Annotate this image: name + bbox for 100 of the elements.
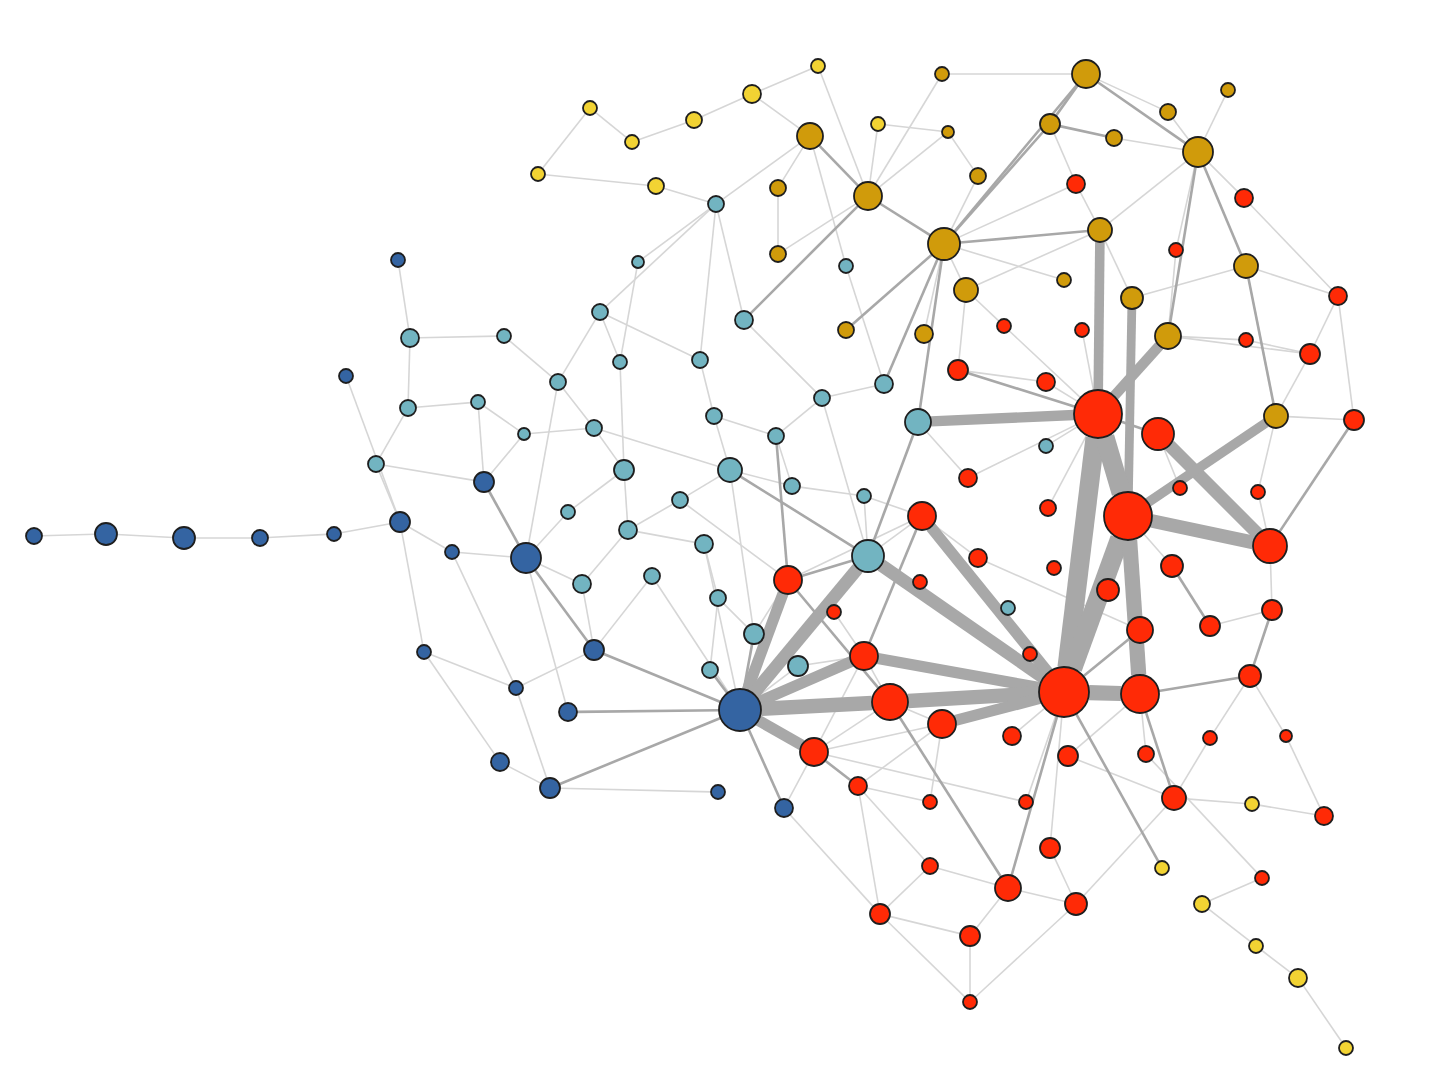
connection-line <box>398 266 410 330</box>
connection-line <box>826 726 930 750</box>
network-node <box>769 179 787 197</box>
connection-line <box>1179 743 1208 789</box>
network-node <box>1238 664 1262 688</box>
connection-line <box>876 652 1041 694</box>
network-node <box>934 66 950 82</box>
connection-line <box>721 142 801 201</box>
connection-line <box>340 523 391 534</box>
network-node <box>572 574 592 594</box>
network-node <box>869 903 891 925</box>
connection-line <box>582 592 593 641</box>
network-node <box>399 399 417 417</box>
connection-line <box>884 124 943 133</box>
connection-line <box>1252 340 1302 353</box>
connection-line <box>1287 415 1345 421</box>
connection-line <box>824 759 852 782</box>
connection-line <box>686 475 721 497</box>
network-node <box>25 527 43 545</box>
connection-line <box>517 693 548 780</box>
connection-line <box>975 423 1078 475</box>
connection-line <box>1120 420 1144 431</box>
connection-line <box>1121 138 1184 151</box>
connection-line <box>602 318 619 357</box>
connection-line <box>905 708 930 720</box>
network-node <box>826 604 842 620</box>
connection-line <box>730 481 754 625</box>
network-node <box>508 680 524 696</box>
network-node <box>1288 968 1308 988</box>
network-node <box>1261 599 1283 621</box>
connection-line <box>1150 759 1258 874</box>
connection-line <box>1180 336 1301 354</box>
connection-line <box>533 569 590 643</box>
connection-line <box>1093 241 1105 391</box>
connection-line <box>907 686 1040 709</box>
network-node <box>496 328 512 344</box>
connection-line <box>1163 448 1179 483</box>
connection-line <box>587 536 623 578</box>
connection-line <box>717 211 743 313</box>
connection-line <box>1124 308 1137 493</box>
connection-line <box>749 325 818 394</box>
connection-line <box>760 695 873 717</box>
network-node <box>927 709 957 739</box>
network-node <box>912 574 928 590</box>
connection-line <box>407 526 447 550</box>
network-node <box>796 122 824 150</box>
network-node <box>1244 796 1260 812</box>
connection-line <box>535 516 565 548</box>
connection-line <box>799 521 911 575</box>
network-node <box>389 511 411 533</box>
network-node <box>783 477 801 495</box>
network-node <box>1172 480 1188 496</box>
connection-line <box>521 653 586 686</box>
connection-line <box>742 591 789 693</box>
network-node <box>1137 745 1155 763</box>
network-node <box>907 501 937 531</box>
connection-line <box>950 136 975 171</box>
network-node <box>810 58 826 74</box>
connection-line <box>1207 908 1252 943</box>
connection-line <box>1247 277 1275 405</box>
connection-line <box>662 187 710 203</box>
connection-line <box>823 404 865 542</box>
connection-line <box>1018 707 1046 731</box>
connection-line <box>925 258 942 326</box>
network-node <box>1238 332 1254 348</box>
connection-line <box>606 314 694 358</box>
connection-line <box>1097 79 1162 110</box>
connection-line <box>454 557 514 683</box>
network-node <box>1074 322 1090 338</box>
connection-line <box>950 257 962 280</box>
network-node <box>1038 438 1054 454</box>
connection-line <box>562 387 590 423</box>
connection-line <box>407 346 411 401</box>
network-node <box>685 111 703 129</box>
connection-line <box>1302 984 1343 1044</box>
connection-line <box>879 202 932 237</box>
network-node <box>1036 372 1056 392</box>
network-node <box>367 455 385 473</box>
connection-line <box>1313 303 1335 346</box>
network-node <box>813 389 831 407</box>
network-node <box>705 407 723 425</box>
network-node <box>1120 674 1160 714</box>
connection-line <box>749 205 859 315</box>
connection-line <box>926 523 1053 677</box>
connection-line <box>918 259 943 410</box>
connection-line <box>1075 713 1160 863</box>
connection-line <box>818 144 860 187</box>
network-node <box>958 468 978 488</box>
network-node <box>1168 242 1184 258</box>
network-node <box>1161 785 1187 811</box>
connection-line <box>936 867 997 886</box>
connection-line <box>1010 715 1059 876</box>
connection-line <box>958 301 966 361</box>
connection-line <box>950 182 976 231</box>
network-node <box>1000 600 1016 616</box>
connection-line <box>1185 798 1246 805</box>
connection-line <box>538 563 575 581</box>
connection-line <box>878 134 945 189</box>
connection-line <box>1054 84 1079 117</box>
network-node <box>1002 726 1022 746</box>
